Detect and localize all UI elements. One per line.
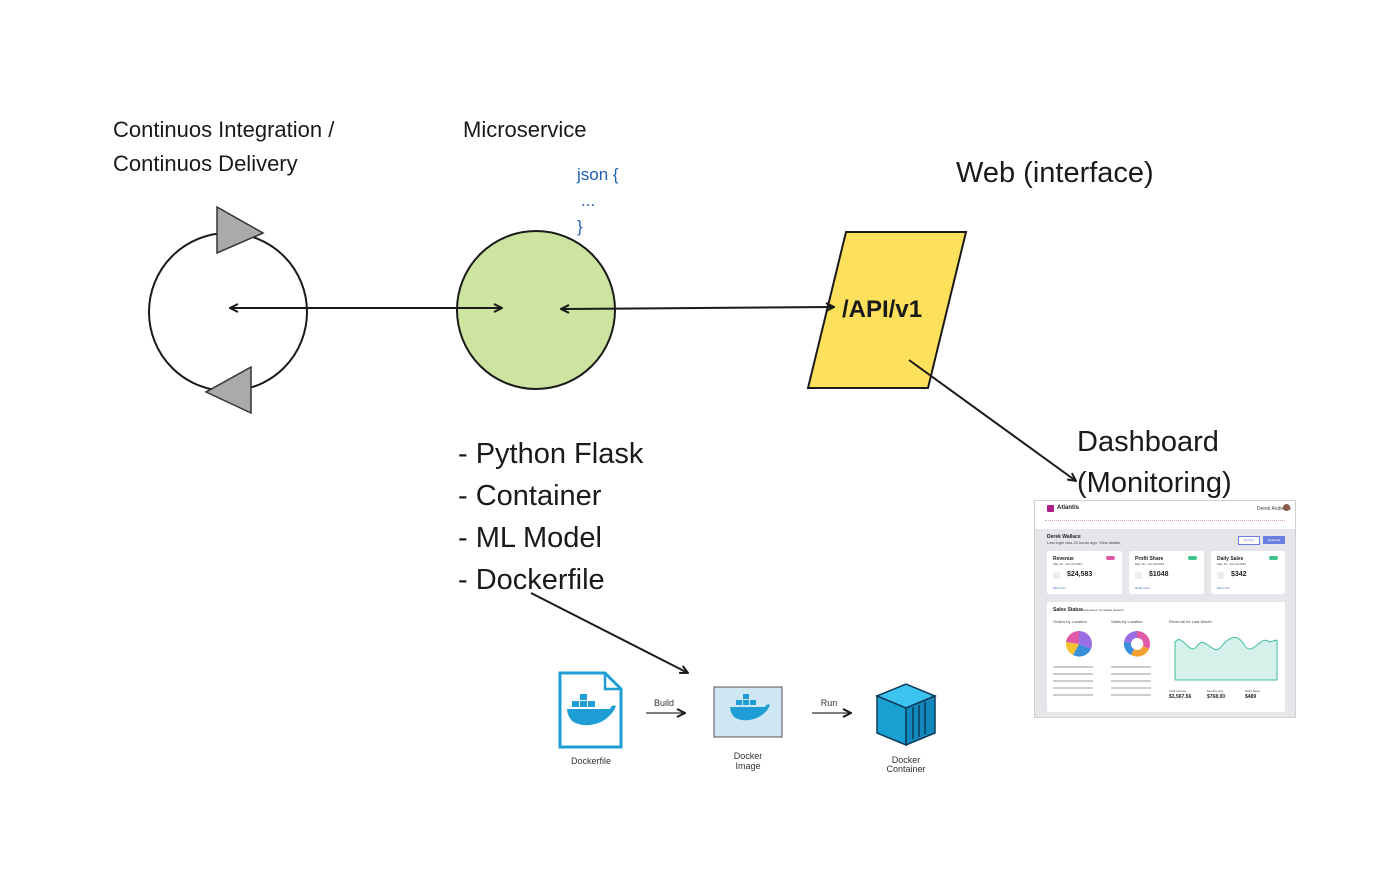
image-caption-line2: Image (735, 761, 761, 771)
card-badge (1106, 556, 1115, 560)
sales-status-panel: Sales Status Performance for Global Netw… (1047, 602, 1285, 712)
dashboard-thumbnail: Atlantis Derek Andrews Derek Wallace Las… (1034, 500, 1296, 718)
dashboard-topbar: Atlantis Derek Andrews (1035, 501, 1295, 529)
image-caption-line1: Docker (733, 751, 763, 761)
api-parallelogram (806, 231, 968, 389)
card-badge (1269, 556, 1278, 560)
run-caption: Run (820, 698, 838, 708)
cicd-cycle-circle (148, 232, 308, 392)
cicd-label-line1: Continuos Integration / (113, 117, 335, 142)
build-caption: Build (653, 698, 674, 708)
cicd-label-line2: Continuos Delivery (113, 151, 298, 176)
sales-loc-title: Sales by Location (1111, 619, 1143, 624)
monthly-button[interactable]: Monthly (1238, 536, 1260, 545)
card-date: May 16 - Jun 20,2024 (1053, 562, 1083, 566)
dockerfile-caption: Dockerfile (570, 756, 611, 766)
card-title: Daily Sales (1217, 556, 1244, 562)
cycle-arrowhead-bottom (204, 365, 252, 415)
card-link[interactable]: Read more (1135, 586, 1150, 590)
docker-image-icon (713, 686, 783, 738)
card-icon (1135, 572, 1142, 579)
revenue-area (1174, 637, 1278, 681)
card-value: $1048 (1149, 571, 1169, 578)
card-badge (1188, 556, 1197, 560)
feature-dockerfile: - Dockerfile (458, 564, 605, 596)
dockerfile-image-arrow (530, 592, 688, 673)
footer-label: Monthly Avg (1207, 689, 1224, 693)
card-icon (1053, 572, 1060, 579)
card-date: May 16 - Jun 20,2024 (1135, 562, 1165, 566)
legend-rows (1053, 666, 1151, 696)
footer-label: Total Income (1169, 689, 1187, 693)
microservice-circle (456, 230, 616, 390)
card-icon (1217, 572, 1224, 579)
json-line3: } (577, 217, 583, 236)
sales-donut (1123, 630, 1150, 657)
card-date: May 16 - Jun 20,2024 (1217, 562, 1247, 566)
footer-value: $3,567.56 (1169, 694, 1192, 700)
dashboard-greeting: Derek Wallace (1047, 534, 1081, 540)
revenue-title: Revenue for Last Month (1169, 619, 1212, 624)
microservice-label: Microservice (463, 117, 587, 142)
docker-container-icon (875, 683, 937, 747)
card-value: $342 (1231, 571, 1247, 578)
stat-card-daily: Daily Sales May 16 - Jun 20,2024 $342 Mo… (1211, 551, 1285, 594)
brand-logo-icon (1047, 505, 1054, 512)
cycle-arrowhead-top (216, 205, 265, 255)
sales-charts (1053, 630, 1278, 696)
dashboard-label-line2: (Monitoring) (1077, 467, 1232, 499)
json-line2: ... (581, 191, 596, 210)
dashboard-user: Derek Andrews (1257, 506, 1291, 512)
card-value: $24,583 (1067, 571, 1093, 578)
orders-pie (1065, 630, 1092, 657)
microservice-api-arrow (561, 307, 834, 309)
stat-card-profit: Profit Share May 16 - Jun 20,2024 $1048 … (1129, 551, 1204, 594)
sales-title: Sales Status (1053, 607, 1083, 613)
sales-subtitle: Performance for Global Network (1081, 608, 1124, 612)
api-label: /API/v1 (842, 296, 923, 323)
footer-value: $768.00 (1207, 694, 1226, 700)
orders-title: Orders by Location (1053, 619, 1087, 624)
feature-container: - Container (458, 480, 602, 512)
card-title: Profit Share (1135, 556, 1164, 562)
json-line1: json { (577, 165, 619, 184)
container-caption-line1: Docker (891, 755, 921, 765)
card-link[interactable]: More info (1053, 586, 1066, 590)
dashboard-brand: Atlantis (1057, 505, 1080, 511)
feature-python-flask: - Python Flask (458, 438, 644, 470)
footer-value: $489 (1245, 694, 1257, 700)
footer-label: Daily Sales (1245, 689, 1261, 693)
web-interface-label: Web (interface) (956, 157, 1154, 189)
dashboard-label-line1: Dashboard (1077, 426, 1219, 458)
container-caption-line2: Container (886, 764, 926, 774)
dashboard-subtitle: Last login was 23 hours ago. View detail… (1047, 540, 1121, 545)
feature-ml-model: - ML Model (458, 522, 602, 554)
card-link[interactable]: More info (1217, 586, 1230, 590)
dockerfile-icon (558, 671, 623, 749)
dashboard-nav (1045, 520, 1285, 524)
stat-card-revenue: Revenue May 16 - Jun 20,2024 $24,583 Mor… (1047, 551, 1122, 594)
card-title: Revenue (1053, 556, 1074, 562)
quarterly-button[interactable]: Quarterly (1263, 536, 1285, 544)
avatar (1283, 504, 1290, 511)
api-dashboard-arrow (908, 359, 1076, 481)
